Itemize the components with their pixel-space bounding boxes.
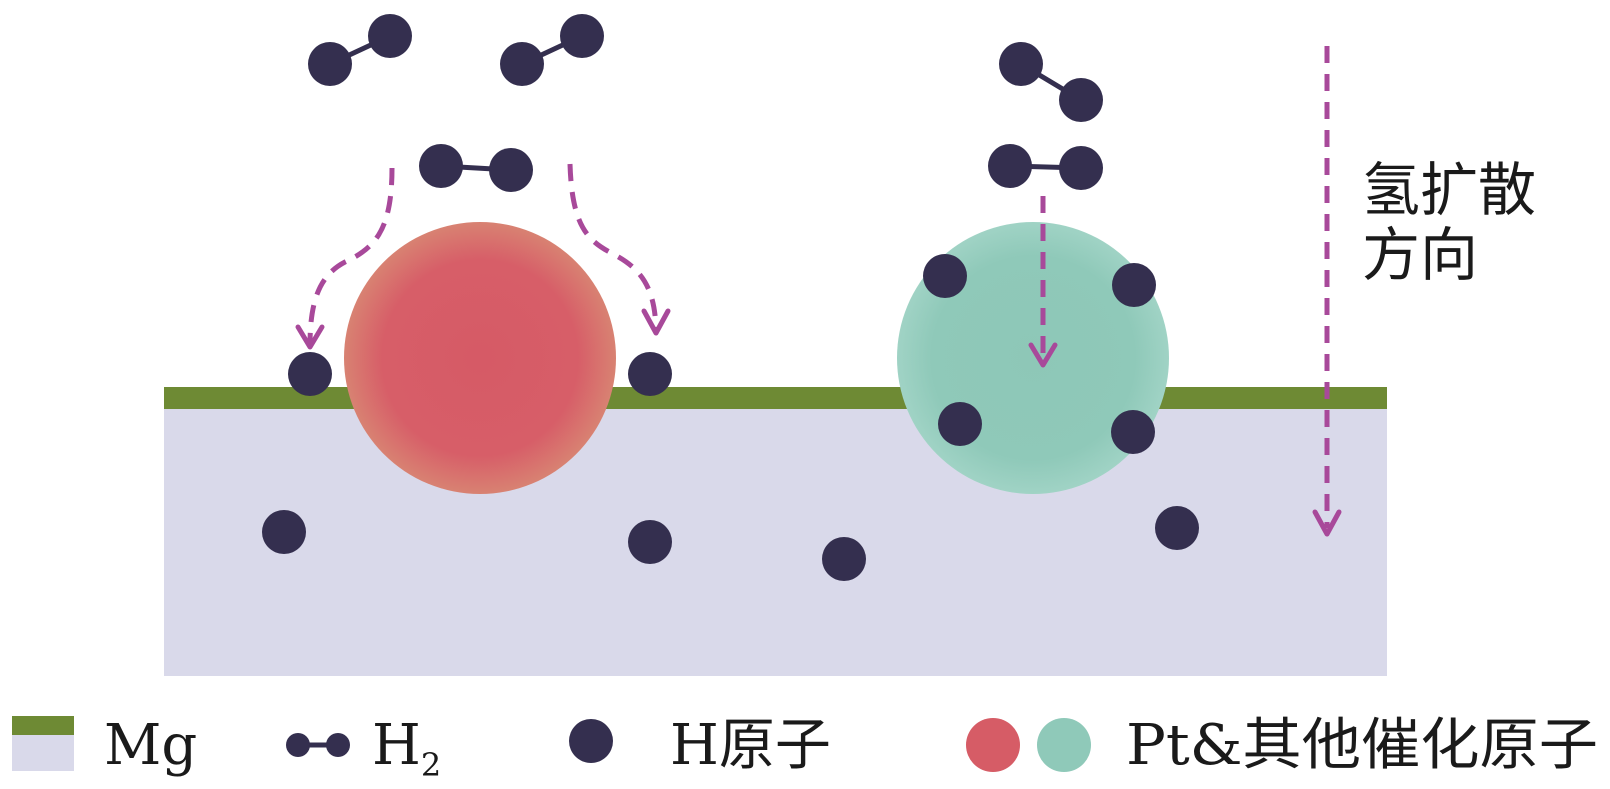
direction-label-line2: 方向 — [1362, 221, 1478, 289]
h2-molecule — [999, 42, 1103, 122]
arrowhead-direction — [1312, 509, 1342, 537]
legend-h-atom-icon — [569, 719, 613, 763]
h2-molecule — [308, 14, 412, 86]
legend-mg-swatch-surface — [12, 716, 74, 735]
h-atom — [938, 402, 982, 446]
mg-surface-layer — [164, 387, 1387, 409]
h-atom — [1155, 506, 1199, 550]
h-atom — [262, 510, 306, 554]
arrowhead-catalyst — [1028, 342, 1058, 368]
arrowhead-left — [295, 324, 325, 350]
h-atom — [1112, 263, 1156, 307]
legend-other-catalyst-icon — [1037, 718, 1091, 772]
h2-molecule — [500, 14, 604, 86]
legend-catalyst-label: Pt&其他催化原子 — [1126, 713, 1598, 778]
legend-h-atom-label: H原子 — [670, 713, 831, 778]
legend-h2-icon — [286, 733, 350, 757]
legend-h2-label: H2 — [372, 713, 441, 784]
mg-bulk-region — [164, 408, 1387, 676]
spillover-arrow-left — [307, 167, 395, 346]
h-atom — [288, 352, 332, 396]
legend: Mg H2 H原子 Pt&其他催化原子 — [12, 713, 1598, 784]
direction-label-line1: 氢扩散 — [1362, 156, 1536, 224]
arrowhead-right — [641, 308, 671, 336]
pt-catalyst-particle — [344, 222, 616, 494]
legend-mg-label: Mg — [104, 713, 197, 778]
h-atom — [1111, 410, 1155, 454]
h-atom — [628, 520, 672, 564]
h2-molecule — [419, 144, 533, 192]
h2-molecule — [988, 144, 1103, 190]
legend-mg-swatch-bulk — [12, 735, 74, 771]
h-atom — [923, 254, 967, 298]
legend-pt-catalyst-icon — [966, 718, 1020, 772]
h-atom — [822, 537, 866, 581]
h-atom — [628, 352, 672, 396]
